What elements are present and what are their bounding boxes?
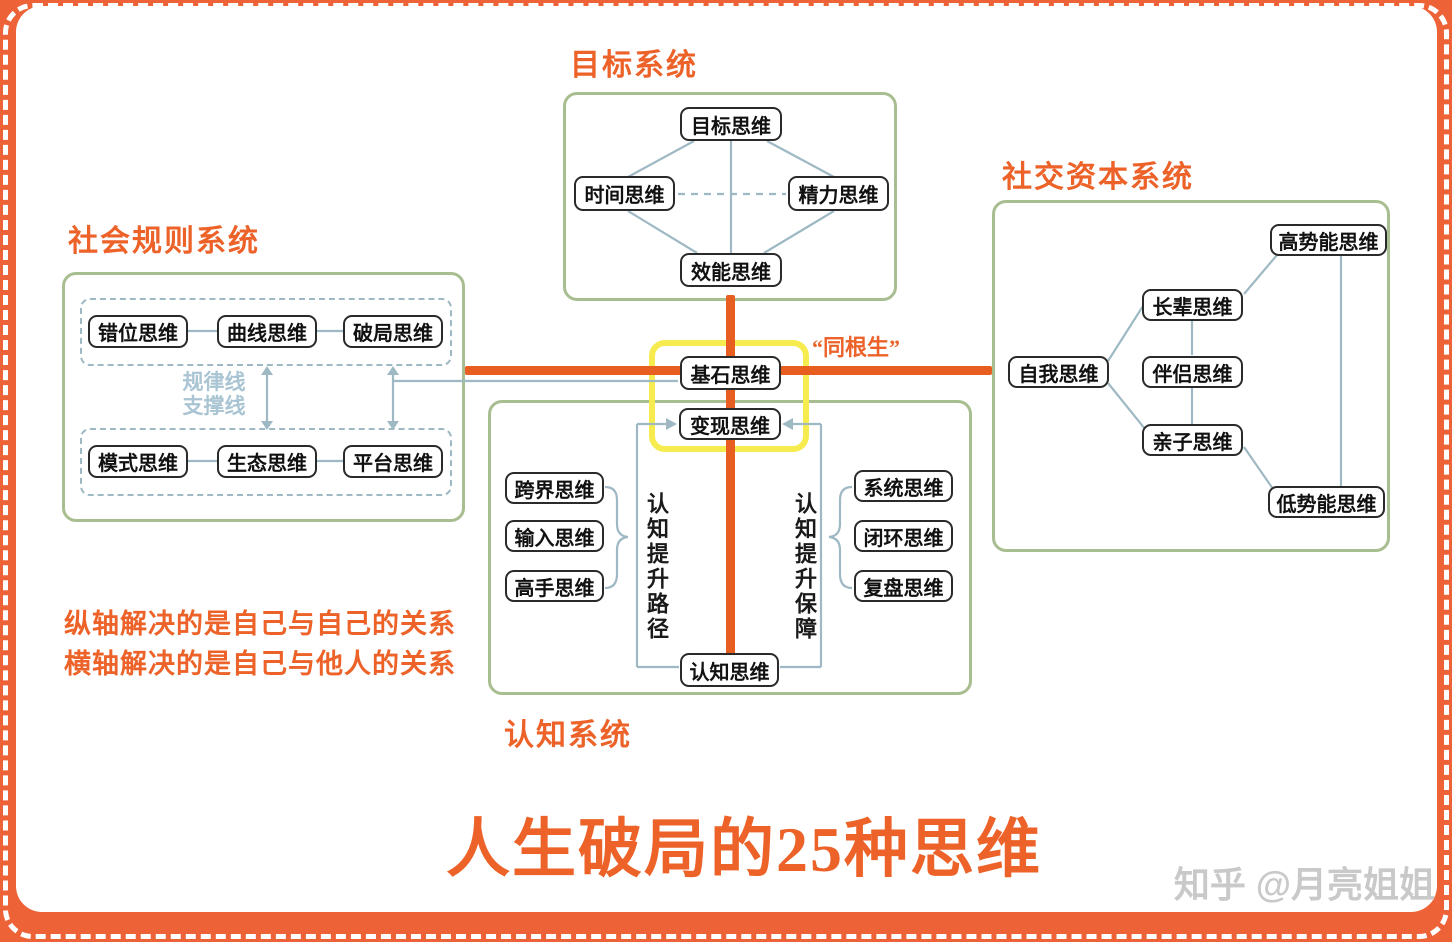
platform-thinking-node: 平台思维 bbox=[343, 445, 443, 478]
parent-child-thinking-node: 亲子思维 bbox=[1142, 424, 1243, 456]
partner-thinking-node: 伴侣思维 bbox=[1142, 356, 1243, 388]
breakthrough-thinking-node: 破局思维 bbox=[343, 315, 443, 348]
ecology-thinking-node: 生态思维 bbox=[217, 445, 317, 478]
social-rules-system-box bbox=[62, 272, 465, 522]
cognition-upgrade-guarantee-label: 认知提升保障 bbox=[792, 492, 817, 642]
elder-thinking-node: 长辈思维 bbox=[1142, 289, 1243, 321]
self-thinking-node: 自我思维 bbox=[1008, 356, 1109, 388]
goal-system-title: 目标系统 bbox=[570, 49, 698, 82]
rules-row1-dashed-box bbox=[80, 298, 452, 366]
efficiency-thinking-node: 效能思维 bbox=[680, 253, 782, 287]
social-capital-system-box bbox=[992, 200, 1390, 552]
watermark: 知乎 @月亮姐姐 bbox=[1173, 864, 1435, 905]
vertical-axis-note: 纵轴解决的是自己与自己的关系 bbox=[64, 609, 456, 639]
main-title: 人生破局的25种思维 bbox=[446, 814, 1042, 885]
energy-thinking-node: 精力思维 bbox=[788, 176, 889, 211]
system-thinking-node: 系统思维 bbox=[854, 470, 953, 502]
time-thinking-node: 时间思维 bbox=[574, 176, 675, 211]
master-thinking-node: 高手思维 bbox=[505, 570, 604, 602]
closed-loop-thinking-node: 闭环思维 bbox=[854, 520, 953, 552]
support-line-label: 支撑线 bbox=[182, 395, 246, 418]
cognition-system-title: 认知系统 bbox=[504, 719, 632, 752]
pattern-thinking-node: 模式思维 bbox=[88, 445, 188, 478]
low-potential-thinking-node: 低势能思维 bbox=[1268, 486, 1385, 518]
goal-thinking-node: 目标思维 bbox=[680, 107, 782, 141]
same-root-quote: “同根生” bbox=[812, 335, 901, 360]
curve-thinking-node: 曲线思维 bbox=[217, 315, 317, 348]
horizontal-axis-note: 横轴解决的是自己与他人的关系 bbox=[64, 649, 456, 679]
review-thinking-node: 复盘思维 bbox=[854, 570, 953, 602]
cognition-thinking-node: 认知思维 bbox=[680, 653, 779, 687]
keystone-thinking-node: 基石思维 bbox=[680, 356, 781, 390]
cognition-upgrade-path-label: 认知提升路径 bbox=[644, 492, 669, 642]
social-capital-system-title: 社交资本系统 bbox=[1002, 161, 1194, 194]
dislocation-thinking-node: 错位思维 bbox=[88, 315, 188, 348]
vertical-axis-line bbox=[726, 295, 735, 673]
high-potential-thinking-node: 高势能思维 bbox=[1270, 224, 1387, 256]
social-rules-system-title: 社会规则系统 bbox=[68, 225, 260, 258]
law-line-label: 规律线 bbox=[182, 371, 246, 394]
input-thinking-node: 输入思维 bbox=[505, 520, 604, 552]
monetization-thinking-node: 变现思维 bbox=[679, 408, 781, 440]
crossover-thinking-node: 跨界思维 bbox=[505, 472, 604, 504]
